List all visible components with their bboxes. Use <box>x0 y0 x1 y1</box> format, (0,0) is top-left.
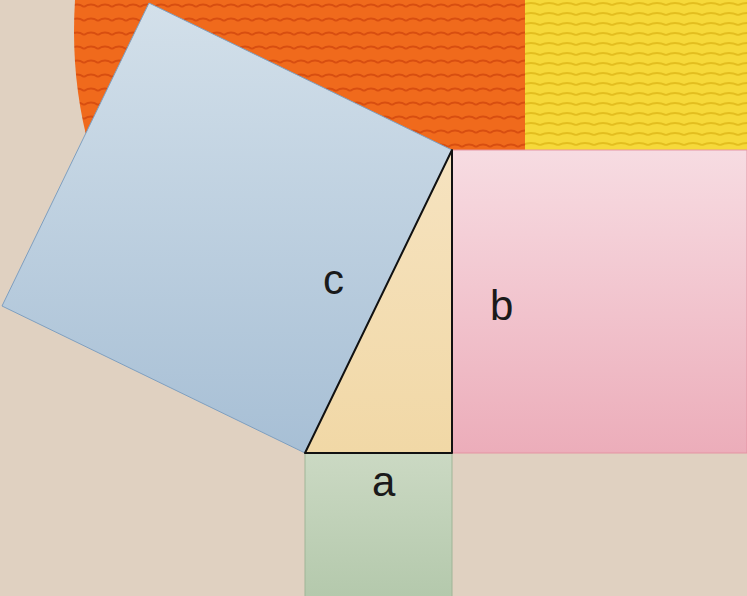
right-triangle <box>305 150 452 453</box>
side-label: b <box>490 285 513 327</box>
square-a <box>305 453 452 596</box>
side-label: c <box>323 259 344 301</box>
square-b <box>452 150 747 453</box>
side-label: a <box>372 461 395 503</box>
square-c <box>2 3 452 453</box>
orange-blob-edge <box>470 0 525 150</box>
